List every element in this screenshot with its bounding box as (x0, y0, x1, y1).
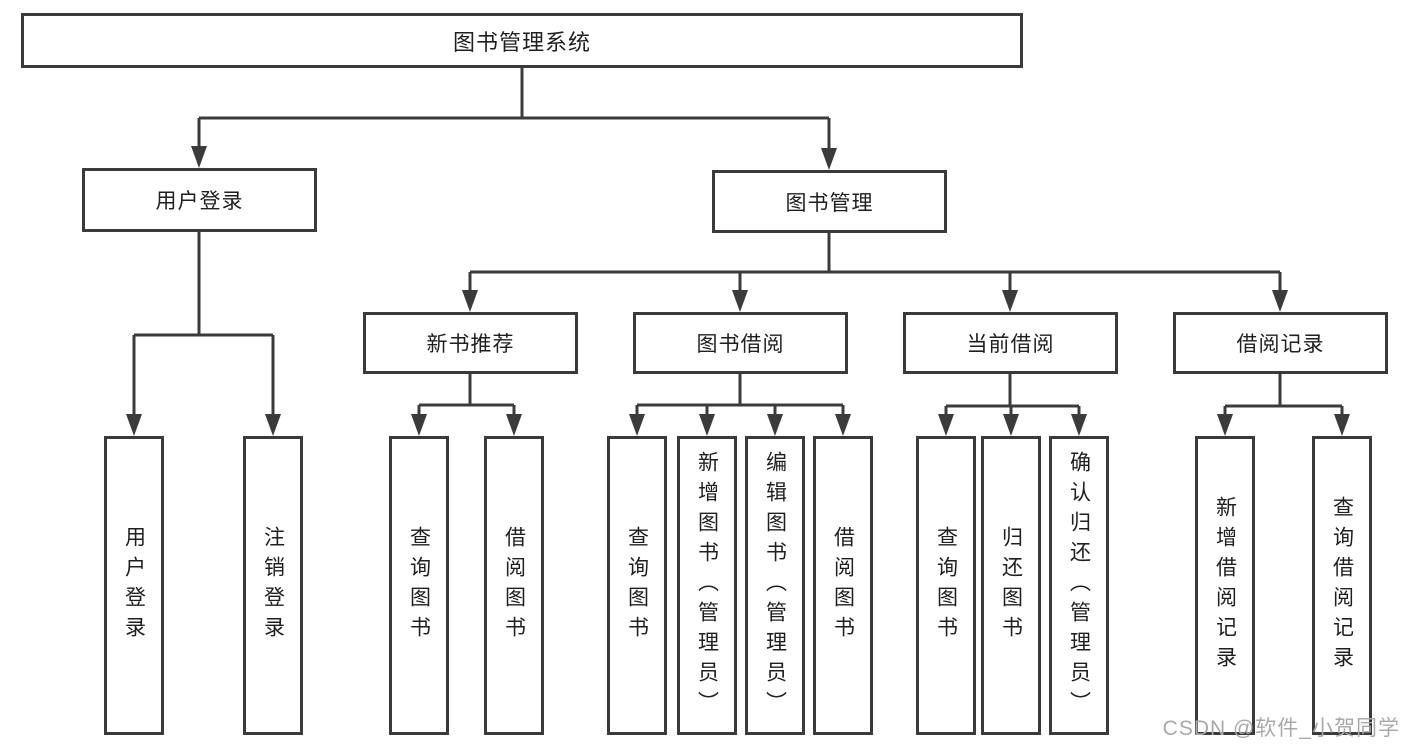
node-leaf-query-books-3: 查询图书 (916, 436, 976, 735)
node-label: 用户登录 (155, 190, 244, 213)
node-leaf-add-books-admin: 新增图书（管理员） (677, 436, 737, 735)
node-label: 新增图书（管理员） (695, 450, 719, 721)
connector-module-newbooks (411, 374, 522, 436)
node-label: 当前借阅 (966, 333, 1055, 356)
node-leaf-edit-books-admin: 编辑图书（管理员） (745, 436, 805, 735)
node-label: 确认归还（管理员） (1067, 450, 1091, 721)
node-label: 注销登录 (261, 525, 285, 646)
node-label: 查询图书 (625, 525, 649, 646)
node-leaf-add-borrow-record: 新增借阅记录 (1195, 436, 1255, 735)
csdn-watermark: CSDN @软件_小贺同学 (1162, 717, 1400, 740)
node-leaf-borrow-books-1: 借阅图书 (484, 436, 544, 735)
node-label: 新书推荐 (426, 333, 515, 356)
node-leaf-return-books: 归还图书 (981, 436, 1041, 735)
node-book-mgmt-branch: 图书管理 (712, 170, 947, 233)
node-leaf-query-books-1: 查询图书 (389, 436, 449, 735)
node-label: 新增借阅记录 (1213, 495, 1237, 676)
node-leaf-borrow-books-2: 借阅图书 (813, 436, 873, 735)
connector-mgmt-to-modules (462, 233, 1288, 312)
node-user-login-branch: 用户登录 (82, 168, 317, 232)
connector-user-branch (126, 232, 281, 436)
node-leaf-user-login: 用户登录 (104, 436, 164, 735)
node-label: 编辑图书（管理员） (763, 450, 787, 721)
node-leaf-confirm-return-admin: 确认归还（管理员） (1049, 436, 1109, 735)
connector-module-records (1217, 374, 1350, 436)
node-module-borrow-records: 借阅记录 (1173, 312, 1388, 374)
node-module-new-books: 新书推荐 (363, 312, 578, 374)
node-label: 图书借阅 (696, 333, 785, 356)
node-label: 查询图书 (934, 525, 958, 646)
node-leaf-logout: 注销登录 (243, 436, 303, 735)
node-module-book-borrow: 图书借阅 (633, 312, 848, 374)
connector-module-current (938, 374, 1087, 436)
node-leaf-query-borrow-record: 查询借阅记录 (1312, 436, 1372, 735)
node-label: 图书管理 (785, 191, 874, 215)
node-label: 借阅图书 (502, 525, 526, 646)
connector-root-to-branches (191, 68, 837, 170)
connector-module-borrow (629, 374, 851, 436)
node-leaf-query-books-2: 查询图书 (607, 436, 667, 735)
node-label: 借阅记录 (1236, 333, 1325, 356)
node-system-root: 图书管理系统 (21, 13, 1023, 68)
node-label: 查询借阅记录 (1330, 495, 1354, 676)
node-label: 借阅图书 (831, 525, 855, 646)
node-label: 图书管理系统 (452, 29, 591, 55)
node-label: 查询图书 (407, 525, 431, 646)
node-label: 归还图书 (999, 525, 1023, 646)
node-label: 用户登录 (122, 525, 146, 646)
node-module-current-borrow: 当前借阅 (903, 312, 1118, 374)
